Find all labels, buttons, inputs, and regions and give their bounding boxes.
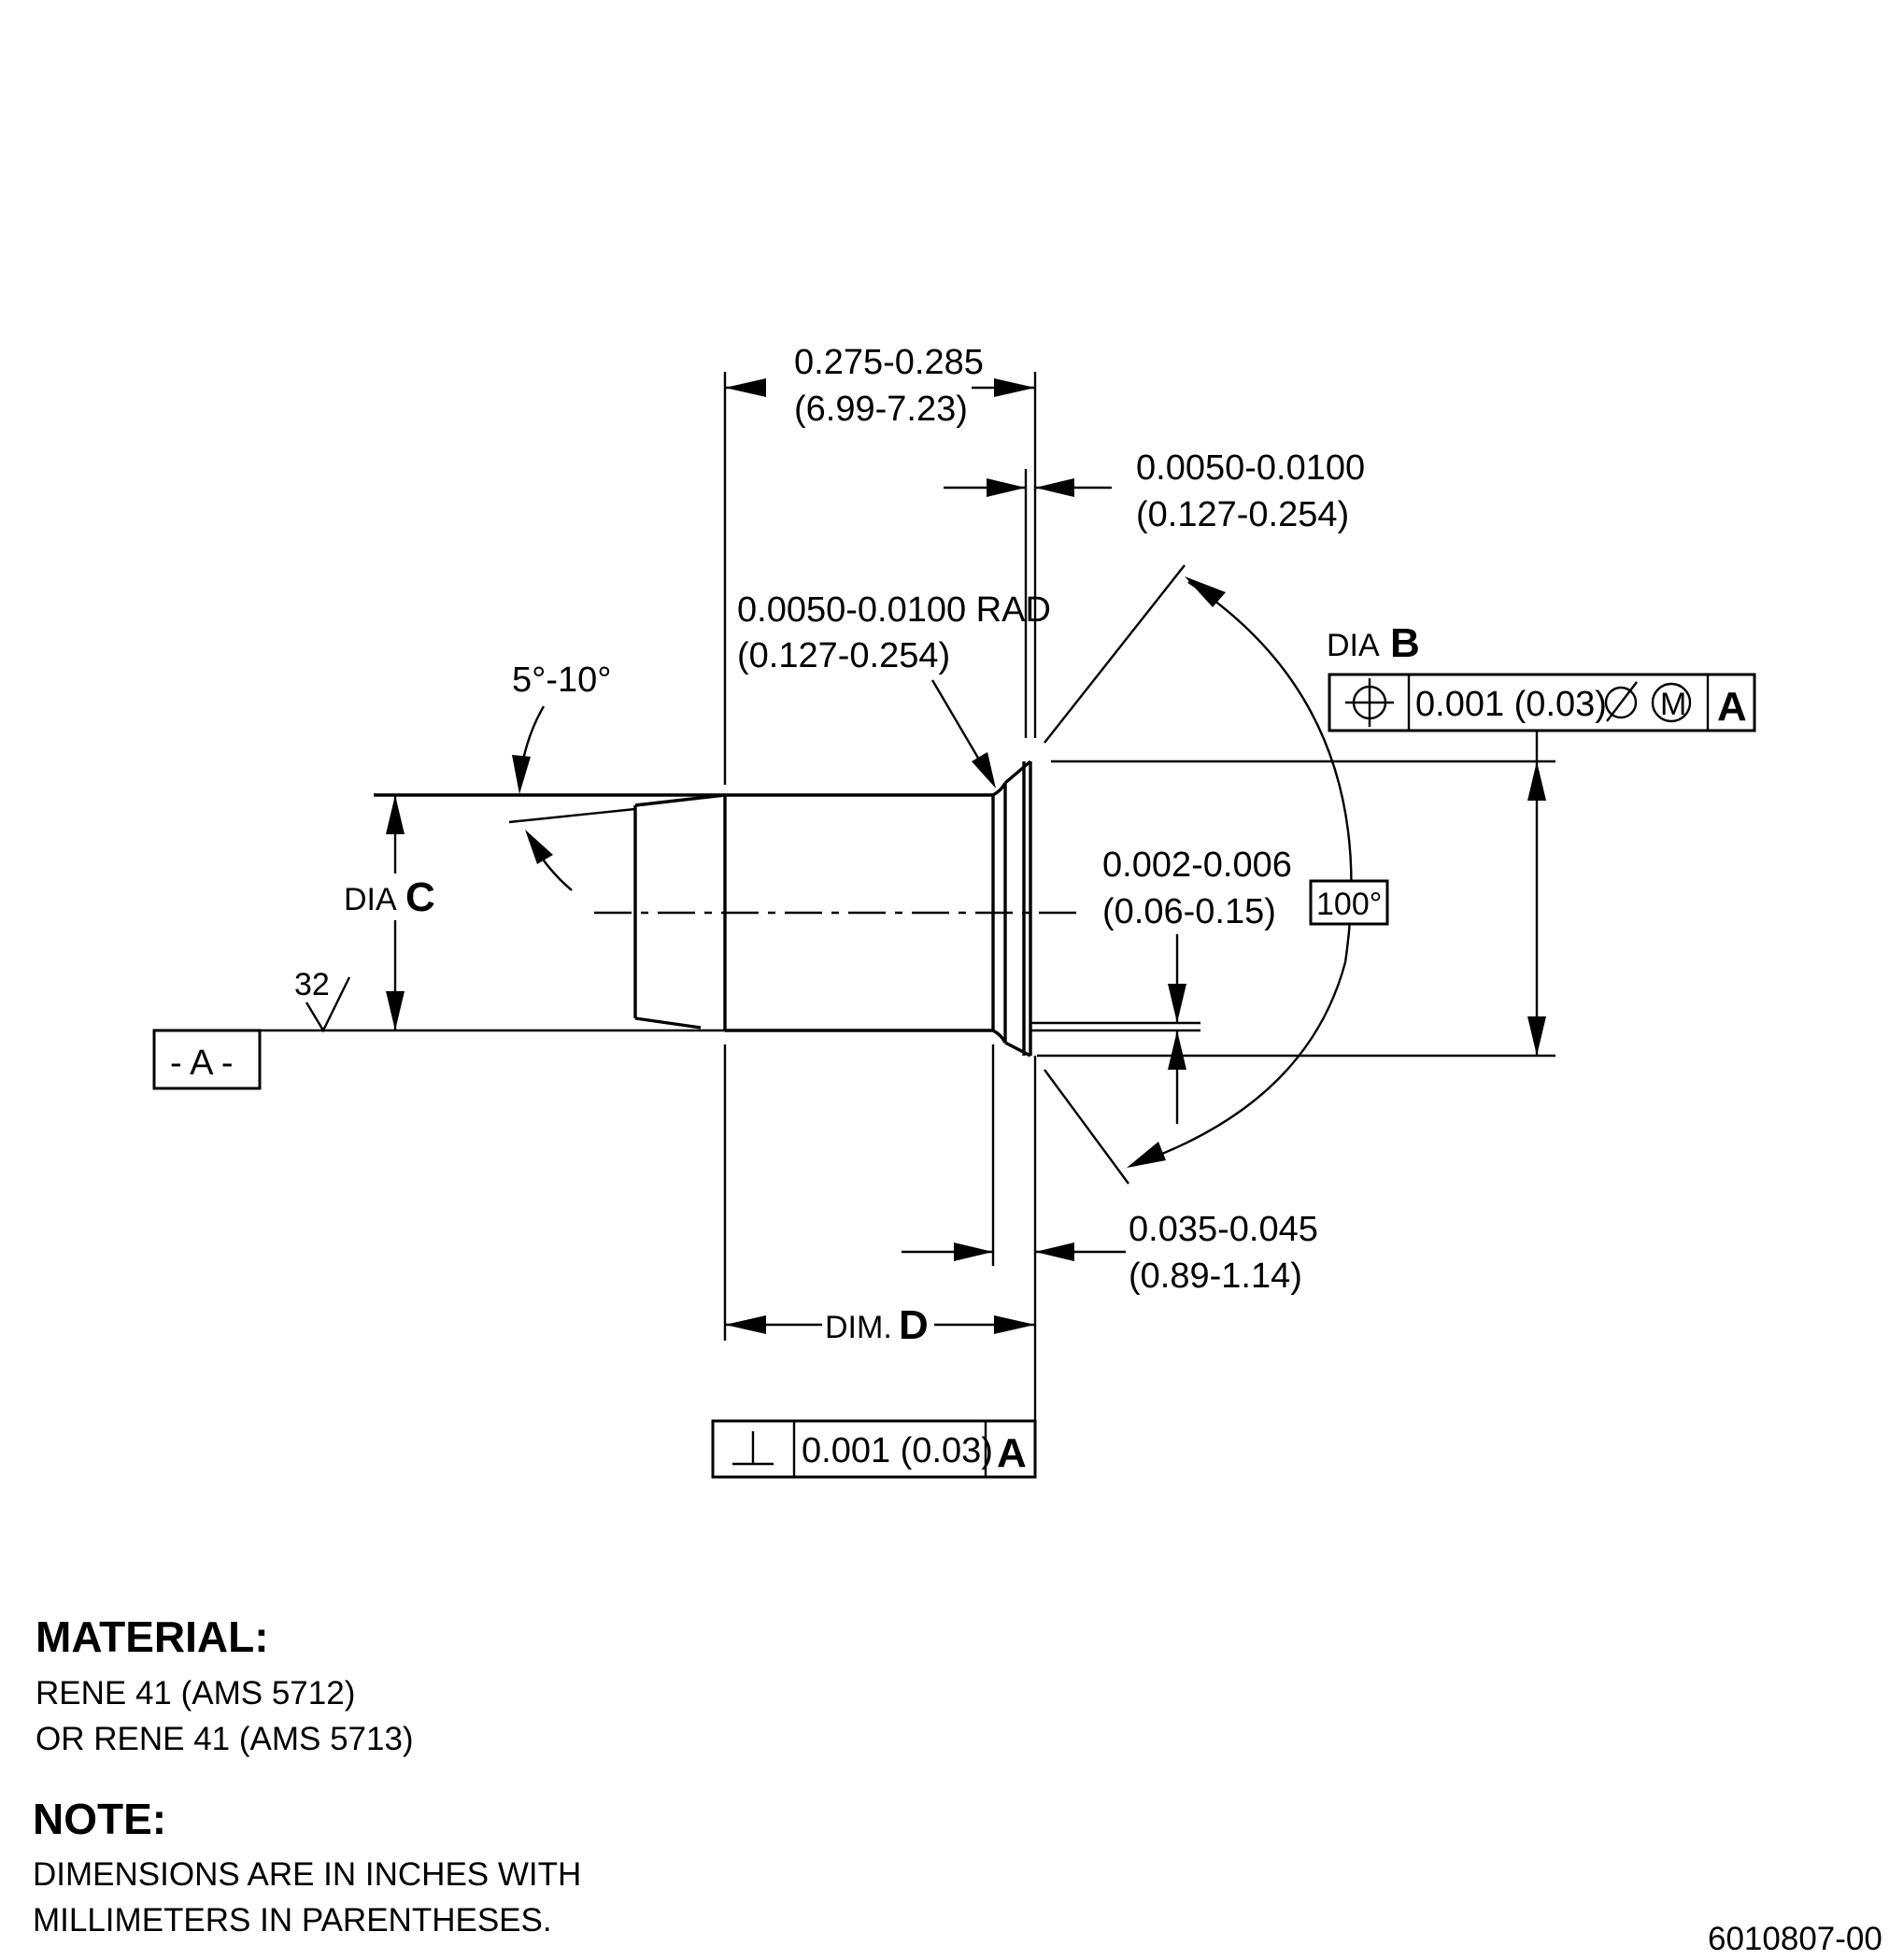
perp-tolerance: 0.001 (0.03): [802, 1431, 993, 1470]
chamfer-angle-label: 5°-10°: [512, 660, 611, 700]
drawing-number: 6010807-00: [1708, 1921, 1882, 1957]
perpendicularity-feature-control-frame: 0.001 (0.03) A: [711, 1419, 1037, 1479]
perp-datum: A: [997, 1430, 1027, 1476]
dia-b-dimension: DIA B: [1327, 620, 1546, 1056]
dim-d-dimension: DIM. D: [725, 1300, 1035, 1348]
head-step-inch: 0.002-0.006: [1102, 845, 1292, 885]
dia-b-prefix: DIA: [1327, 628, 1380, 663]
chamfer-angle-dimension: 5°-10°: [512, 660, 611, 891]
datum-a-label: - A -: [170, 1044, 234, 1083]
head-thickness-dimension: 0.0050-0.0100 (0.127-0.254): [944, 448, 1365, 534]
surface-finish-icon: [305, 976, 351, 1033]
surface-finish-value: 32: [294, 967, 330, 1002]
datum-a-feature: - A - 32: [152, 967, 725, 1090]
fillet-radius-inch: 0.0050-0.0100 RAD: [737, 590, 1051, 630]
dia-c-dimension: DIA C: [336, 795, 448, 1030]
countersink-angle-value: 100°: [1316, 887, 1382, 922]
flange-inch: 0.035-0.045: [1129, 1210, 1318, 1249]
dia-c-letter: C: [405, 874, 435, 920]
note-line-2: MILLIMETERS IN PARENTHESES.: [33, 1902, 552, 1939]
note-heading: NOTE:: [33, 1795, 166, 1843]
fillet-radius-callout: 0.0050-0.0100 RAD (0.127-0.254): [737, 590, 1051, 788]
head-thickness-inch: 0.0050-0.0100: [1136, 448, 1365, 488]
countersink-angle-dimension: 100°: [1127, 576, 1389, 1168]
dia-b-letter: B: [1390, 620, 1420, 666]
flange-dimension: 0.035-0.045 (0.89-1.14): [902, 1210, 1318, 1296]
fillet-radius-mm: (0.127-0.254): [737, 636, 950, 675]
material-heading: MATERIAL:: [36, 1612, 269, 1661]
position-feature-control-frame: 0.001 (0.03) M A: [1328, 673, 1756, 732]
flange-mm: (0.89-1.14): [1129, 1257, 1302, 1296]
note-block: NOTE: DIMENSIONS ARE IN INCHES WITH MILL…: [33, 1795, 581, 1939]
material-line-2: OR RENE 41 (AMS 5713): [36, 1721, 414, 1757]
material-line-1: RENE 41 (AMS 5712): [36, 1675, 355, 1711]
dim-d-letter: D: [899, 1302, 929, 1348]
diameter-symbol-icon: [1604, 681, 1638, 722]
dim-d-prefix: DIM.: [825, 1310, 892, 1345]
head-step-mm: (0.06-0.15): [1102, 892, 1276, 931]
svg-text:M: M: [1660, 687, 1686, 722]
extension-lines: [508, 372, 1555, 1471]
material-block: MATERIAL: RENE 41 (AMS 5712) OR RENE 41 …: [36, 1612, 414, 1757]
overall-length-dimension: 0.275-0.285 (6.99-7.23): [725, 343, 1035, 429]
head-step-dimension: 0.002-0.006 (0.06-0.15): [1102, 845, 1292, 1124]
note-line-1: DIMENSIONS ARE IN INCHES WITH: [33, 1856, 581, 1893]
position-tolerance: 0.001 (0.03): [1415, 685, 1607, 724]
perpendicularity-symbol-icon: [732, 1431, 774, 1466]
position-symbol-icon: [1345, 678, 1394, 727]
mmc-modifier-icon: M: [1651, 682, 1692, 723]
position-datum: A: [1717, 684, 1747, 730]
overall-length-mm: (6.99-7.23): [794, 390, 968, 429]
head-thickness-mm: (0.127-0.254): [1136, 495, 1349, 534]
part-outline: [374, 760, 1032, 1058]
overall-length-inch: 0.275-0.285: [794, 343, 984, 382]
dia-c-prefix: DIA: [344, 882, 397, 917]
